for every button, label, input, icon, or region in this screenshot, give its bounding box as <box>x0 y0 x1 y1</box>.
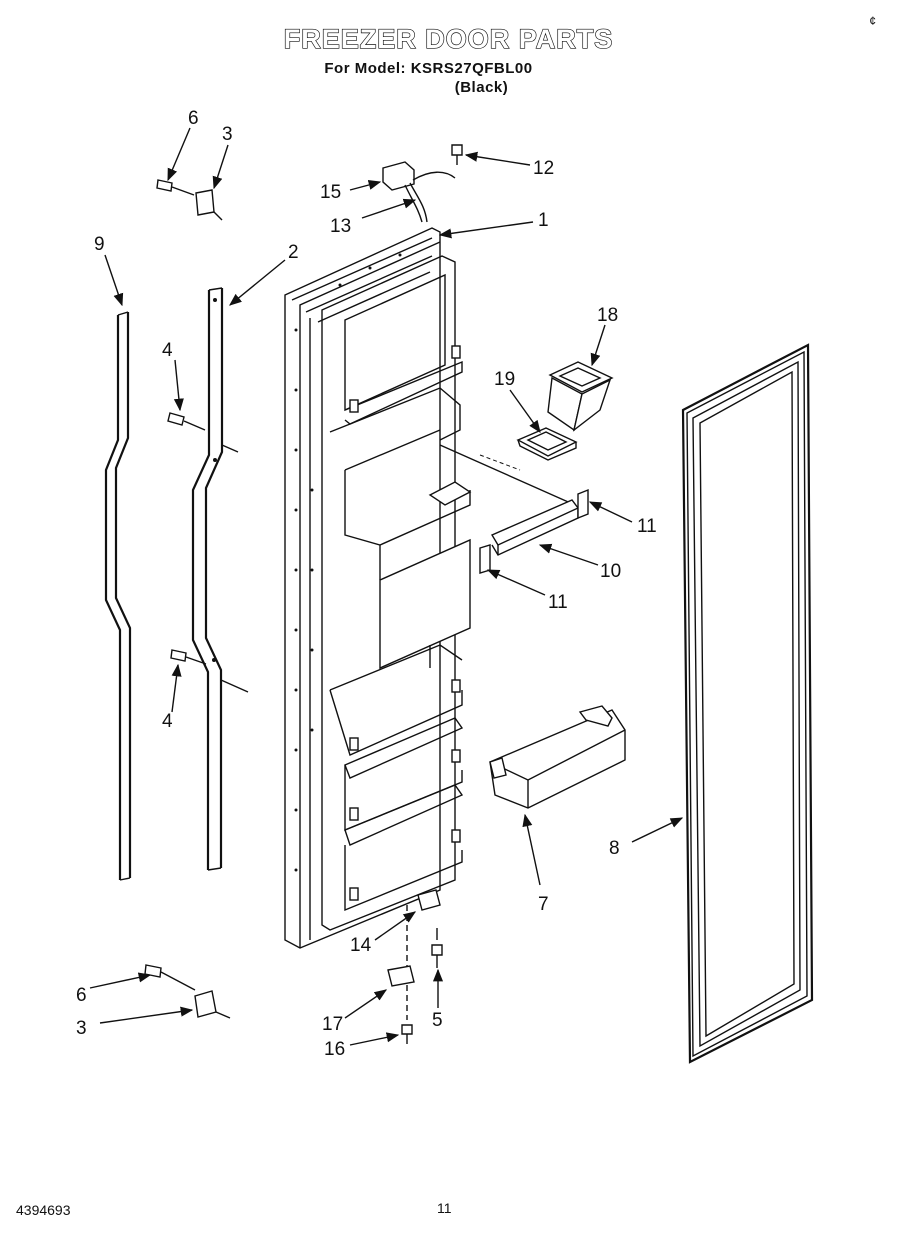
part-9-seal-strip <box>104 311 132 881</box>
callout-10: 10 <box>600 561 621 582</box>
model-line: For Model: KSRS27QFBL00 <box>324 60 533 77</box>
part-3-hinge-cover-top <box>195 189 223 221</box>
callout-11-left: 11 <box>548 592 568 613</box>
callout-3-top: 3 <box>222 124 233 145</box>
page-title: FREEZER DOOR PARTS <box>283 23 614 54</box>
callout-12: 12 <box>533 158 554 179</box>
part-11-end-cap-right <box>577 488 589 520</box>
callout-18: 18 <box>597 305 618 326</box>
callout-16: 16 <box>324 1039 345 1060</box>
callout-6-bottom: 6 <box>76 985 87 1006</box>
part-8-door-gasket <box>681 343 814 1064</box>
drawing-number: 4394693 <box>16 1202 71 1218</box>
callout-4-upper: 4 <box>162 340 173 361</box>
callout-9: 9 <box>94 234 105 255</box>
part-5-screw <box>431 928 443 968</box>
callout-17: 17 <box>322 1014 343 1035</box>
callout-7: 7 <box>538 894 549 915</box>
part-10-rail <box>490 499 580 556</box>
callout-11-right: 11 <box>637 516 657 537</box>
part-1-door-panel <box>284 227 472 949</box>
callout-2: 2 <box>288 242 299 263</box>
leader-lines <box>89 127 684 1046</box>
callout-13: 13 <box>330 216 351 237</box>
callout-5: 5 <box>432 1010 443 1031</box>
assembly-dashed-line-2 <box>479 454 521 471</box>
part-7-door-bin <box>489 705 626 809</box>
page-number: 11 <box>437 1200 452 1216</box>
callout-15: 15 <box>320 182 341 203</box>
callout-1: 1 <box>538 210 549 231</box>
callout-19: 19 <box>494 369 515 390</box>
part-11-end-cap-left <box>479 544 491 574</box>
part-6-screw-bottom <box>144 964 196 991</box>
part-4-screw-upper <box>167 412 206 431</box>
part-2-channel-bar <box>191 287 249 871</box>
part-19-chute-seal <box>516 427 578 461</box>
part-15-connector <box>382 161 415 191</box>
callout-8: 8 <box>609 838 620 859</box>
part-6-screw-top <box>156 179 195 196</box>
part-12-screw <box>451 144 463 165</box>
callout-4-lower: 4 <box>162 711 173 732</box>
part-17-bushing <box>387 965 415 987</box>
callout-3-bottom: 3 <box>76 1018 87 1039</box>
alignment-line <box>439 444 576 506</box>
part-18-ice-chute <box>547 361 614 432</box>
part-4-screw-lower <box>170 649 207 665</box>
callout-14: 14 <box>350 935 372 956</box>
corner-mark: ¢ <box>869 14 876 28</box>
part-3-hinge-cover-bottom <box>194 990 231 1019</box>
callout-6-top: 6 <box>188 108 199 129</box>
color-line: (Black) <box>454 79 509 96</box>
part-16-screw <box>401 1024 413 1044</box>
part-14-hinge-bracket <box>417 889 441 911</box>
